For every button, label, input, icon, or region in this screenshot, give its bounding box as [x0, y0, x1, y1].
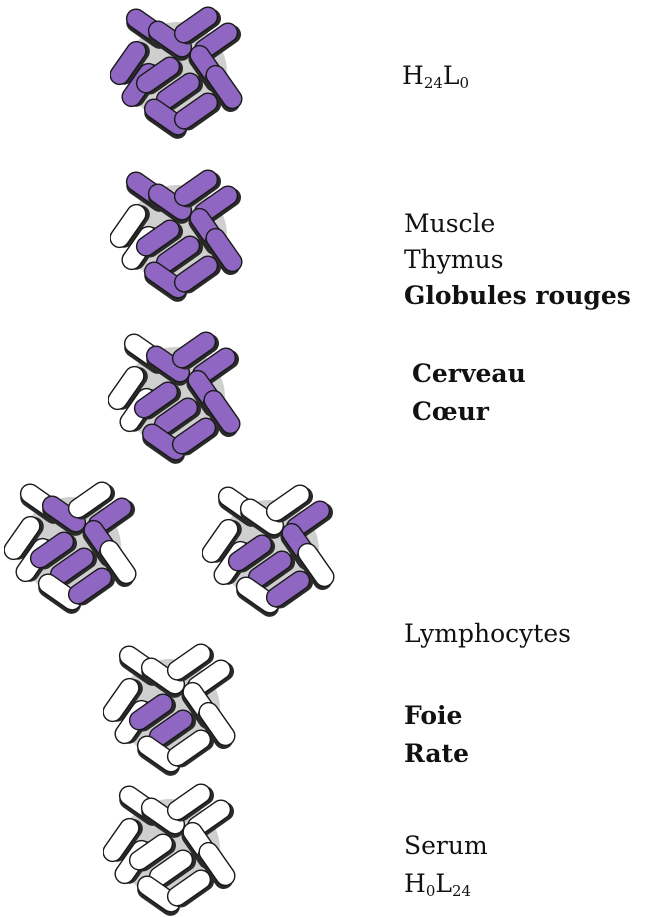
isoform-1-svg [110, 5, 244, 139]
isoform-ball-3 [108, 330, 242, 464]
isoform-ball-1 [110, 5, 244, 139]
label-thymus: Thymus [404, 242, 504, 278]
isoform-4-svg [4, 480, 138, 614]
label-lymphocytes: Lymphocytes [404, 616, 571, 652]
label-foie: Foie [404, 698, 462, 734]
label-serum: Serum [404, 828, 488, 864]
isoform-2-svg [110, 168, 244, 302]
label-rate: Rate [404, 736, 469, 772]
isoform-3-svg [108, 330, 242, 464]
isoform-ball-7 [103, 782, 237, 916]
isoform-5-svg [202, 483, 336, 617]
isoform-ball-6 [103, 642, 237, 776]
isoform-ball-5 [202, 483, 336, 617]
label-coeur: Cœur [412, 394, 489, 430]
label-globules-rouges: Globules rouges [404, 278, 631, 314]
label-muscle: Muscle [404, 206, 495, 242]
label-cerveau: Cerveau [412, 356, 526, 392]
isoform-ball-4 [4, 480, 138, 614]
label-h0l24: H0L24 [404, 866, 471, 902]
isoform-ball-2 [110, 168, 244, 302]
isoform-6-svg [103, 642, 237, 776]
label-h24l0: H24L0 [402, 58, 469, 94]
isoform-7-svg [103, 782, 237, 916]
